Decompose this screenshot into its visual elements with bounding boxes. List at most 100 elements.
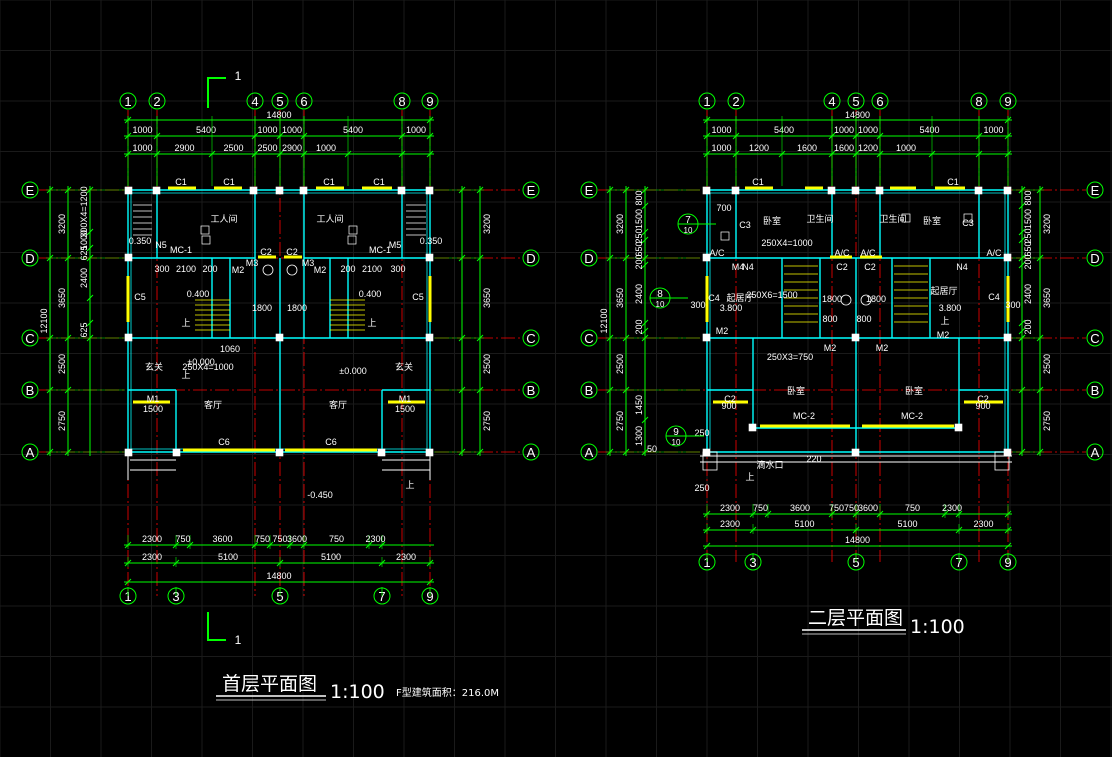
dim-total-top: 14800 xyxy=(266,110,291,120)
axis-bubble-circle xyxy=(246,92,264,110)
axis-bubble-circle xyxy=(727,92,745,110)
axis-bubble-top: 1 xyxy=(698,92,716,110)
axis-bubble-circle xyxy=(21,381,39,399)
plan-label: C6 xyxy=(218,437,230,447)
axis-bubble-label: 2 xyxy=(732,94,739,109)
plan-label: M2 xyxy=(937,330,950,340)
dim-value: 5400 xyxy=(196,125,216,135)
axis-bubble-circle xyxy=(522,443,540,461)
plan-label: 700 xyxy=(716,203,731,213)
plan-label: ±0.000 xyxy=(339,366,366,376)
plan-label: 250X3=750 xyxy=(767,352,813,362)
dim-value: 1600 xyxy=(797,143,817,153)
column xyxy=(124,333,133,342)
dim-tick xyxy=(1018,334,1026,342)
plan-label: C4 xyxy=(988,292,1000,302)
section-mark-top xyxy=(207,77,226,108)
axis-bubble-right: B xyxy=(522,381,540,399)
room-name: 卫生间 xyxy=(879,213,906,225)
column xyxy=(124,186,133,195)
fixture xyxy=(201,235,211,245)
axis-bubble-top: 2 xyxy=(727,92,745,110)
axis-bubble-circle xyxy=(999,92,1017,110)
plan-label: M5 xyxy=(389,240,402,250)
axis-bubble-label: 9 xyxy=(1004,555,1011,570)
plan-label: C1 xyxy=(373,177,385,187)
column xyxy=(702,186,711,195)
axis-bubble-circle xyxy=(21,249,39,267)
dim-value: 2300 xyxy=(142,534,162,544)
axis-bubble-circle xyxy=(295,92,313,110)
plan-label: N5 xyxy=(155,240,167,250)
plan-label: 1800 xyxy=(287,303,307,313)
dim-value: 1000 xyxy=(79,230,89,250)
plan-label: 1800 xyxy=(252,303,272,313)
axis-bubble-circle xyxy=(522,381,540,399)
dim-value: 2500 xyxy=(223,143,243,153)
plan1-title-block: 首层平面图 1:100 F型建筑面积：216.0M xyxy=(216,673,499,703)
section-mark-label: 1 xyxy=(235,633,242,647)
dim-value: 1000 xyxy=(282,125,302,135)
plan-label: C2 xyxy=(260,247,272,257)
column xyxy=(851,448,860,457)
plan-label: C3 xyxy=(962,218,974,228)
plan-label: M2 xyxy=(232,265,245,275)
plan-label: 1800 xyxy=(866,294,886,304)
axis-bubble-circle xyxy=(393,92,411,110)
axis-bubble-label: 3 xyxy=(172,589,179,604)
plan1-area-note: F型建筑面积：216.0M xyxy=(396,686,499,699)
column xyxy=(425,333,434,342)
axis-bubble-label: 4 xyxy=(251,94,258,109)
plan-label: 250X4=1000 xyxy=(761,238,812,248)
dim-tick xyxy=(86,228,94,236)
axis-bubble-circle xyxy=(522,181,540,199)
plan-label: 200 xyxy=(340,264,355,274)
axis-bubble-label: 5 xyxy=(276,589,283,604)
plan-label: C1 xyxy=(223,177,235,187)
room-name: 玄关 xyxy=(395,361,413,373)
dim-value: 625 xyxy=(79,322,89,337)
dim-tick xyxy=(86,244,94,252)
axis-bubble-top: 5 xyxy=(271,92,289,110)
axis-bubble-label: E xyxy=(1091,183,1100,198)
plan-label: M2 xyxy=(876,343,889,353)
axis-bubble-right: A xyxy=(522,443,540,461)
plan1-title: 首层平面图 xyxy=(222,673,317,695)
plan-label: 上 xyxy=(405,480,414,490)
dim-value: 2900 xyxy=(174,143,194,153)
dim-value: 2300 xyxy=(720,519,740,529)
plan-label: 900 xyxy=(975,401,990,411)
plan-label: A/C xyxy=(834,248,850,258)
dim-value: 300X4=1200 xyxy=(79,186,89,237)
plan-label: C2 xyxy=(836,262,848,272)
plan-label: 250 xyxy=(694,428,709,438)
dim-tick xyxy=(124,578,132,586)
plan-label: 1060 xyxy=(220,344,240,354)
axis-bubble-circle xyxy=(522,329,540,347)
axis-bubble-right: D xyxy=(522,249,540,267)
dim-value: 800 xyxy=(634,190,644,205)
column xyxy=(299,186,308,195)
dim-value: 2300 xyxy=(942,503,962,513)
dim-value: 5400 xyxy=(919,125,939,135)
dim-value: 750 xyxy=(753,503,768,513)
plan-label: M3 xyxy=(246,258,259,268)
room-name: 卧室 xyxy=(905,385,923,397)
dim-tick xyxy=(86,294,94,302)
dim-tick xyxy=(641,254,649,262)
dim-value: 1000 xyxy=(132,125,152,135)
room-name: 卧室 xyxy=(923,215,941,227)
plan-label: C1 xyxy=(323,177,335,187)
axis-bubble-label: 9 xyxy=(426,589,433,604)
axis-bubble-top: 5 xyxy=(847,92,865,110)
plan-label: 滴水口 xyxy=(756,459,783,470)
dim-tick xyxy=(1004,542,1012,550)
plan-label: N4 xyxy=(956,262,968,272)
column xyxy=(425,186,434,195)
column xyxy=(124,253,133,262)
column xyxy=(1003,253,1012,262)
dim-value: 2500 xyxy=(257,143,277,153)
dim-value: 1200 xyxy=(749,143,769,153)
dim-value: 200 xyxy=(634,254,644,269)
plan2-title-block: 二层平面图 1:100 xyxy=(802,607,965,638)
